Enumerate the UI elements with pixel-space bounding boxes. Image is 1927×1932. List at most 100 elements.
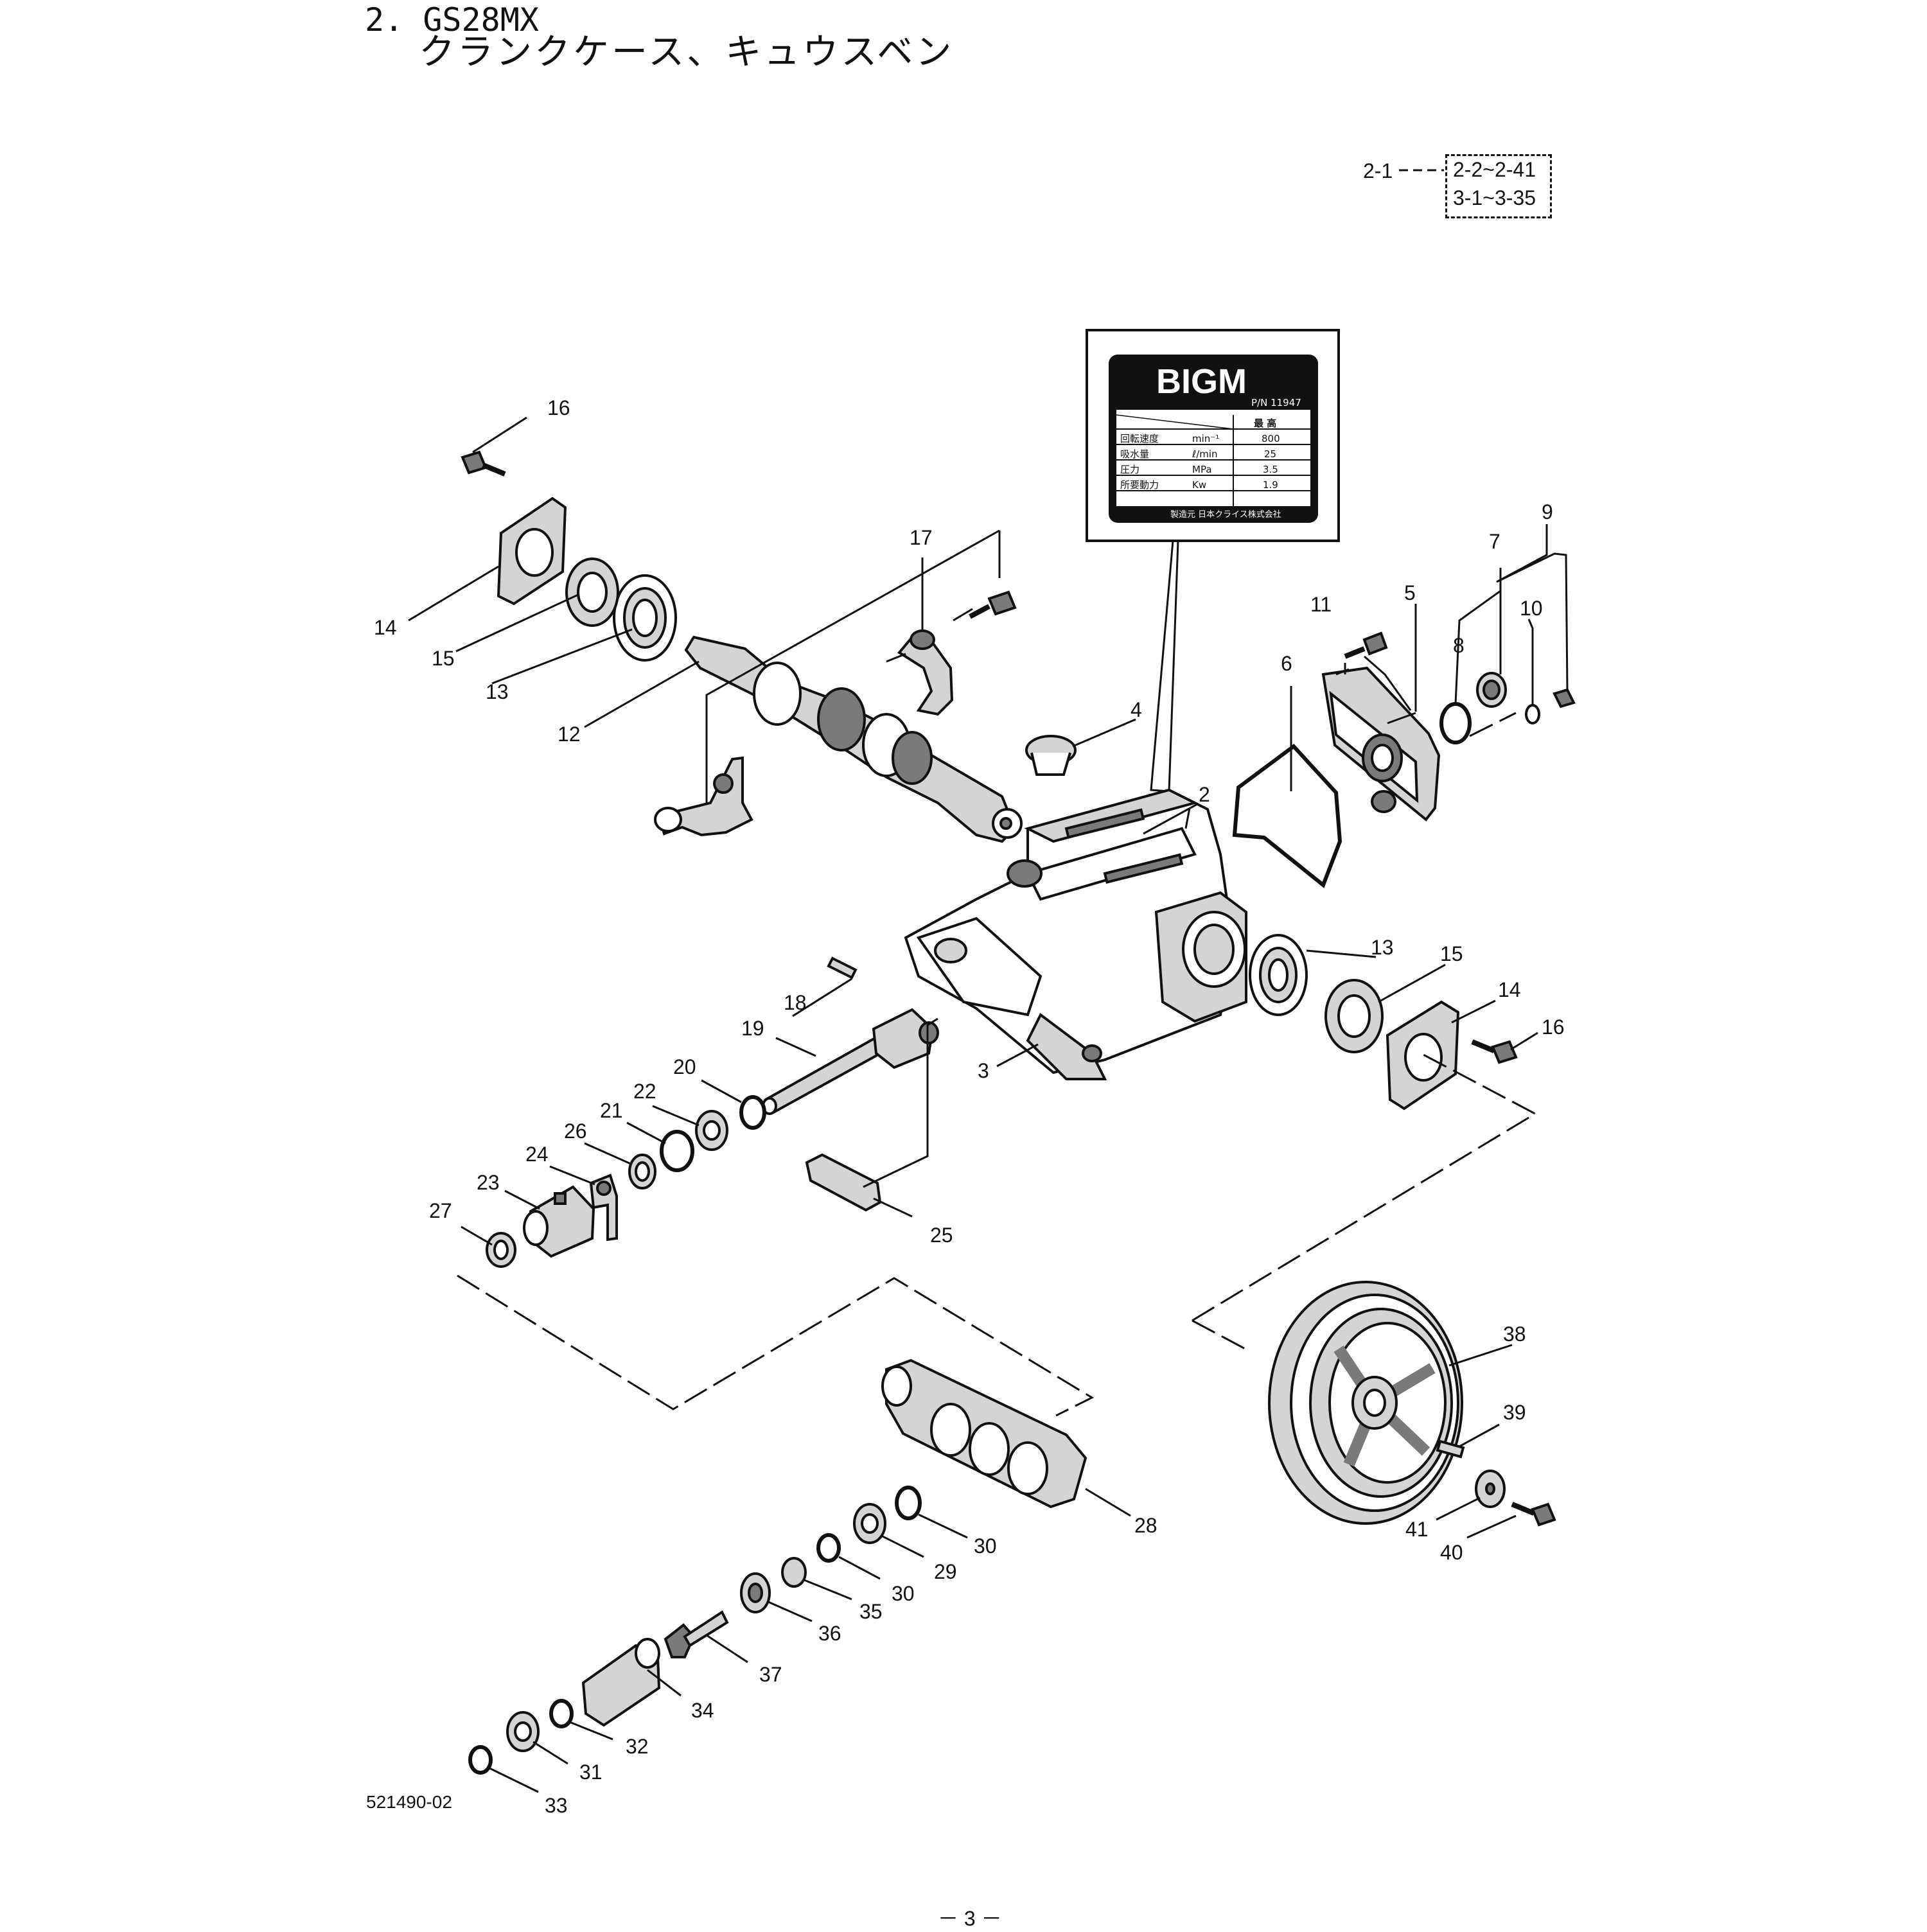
oil-seal-15-top: [565, 558, 619, 627]
bearing-13-right: [1249, 934, 1308, 1016]
nameplate-row-3-item: 圧力: [1120, 464, 1139, 475]
pulley-38: [1268, 1281, 1463, 1525]
callout-label: 8: [1453, 634, 1465, 657]
callout-label: 13: [486, 680, 509, 703]
reference-box: [1445, 154, 1552, 218]
callout-label: 16: [547, 396, 570, 419]
header-title: 2. GS28MX: [365, 4, 539, 36]
plunger-19: [762, 1008, 939, 1115]
ring-20: [739, 1095, 766, 1130]
callout-label: 23: [477, 1171, 500, 1194]
callout-label: 41: [1405, 1518, 1429, 1541]
sleeve-34: [581, 1638, 661, 1727]
support-25-leader: [863, 1017, 938, 1188]
callout-label: 28: [1134, 1514, 1157, 1537]
callout-label: 13: [1371, 936, 1394, 959]
o-ring-32: [549, 1699, 574, 1728]
callout-labels: 2 3 4 5 6 7 8 9 10 11 12 13 13 14 14 15 …: [374, 396, 1565, 1817]
crankshaft: [684, 635, 1023, 843]
callout-label: 10: [1520, 597, 1543, 620]
valve-37: [664, 1610, 729, 1658]
callout-label: 27: [429, 1199, 452, 1222]
nameplate-row-3-unit: MPa: [1192, 464, 1212, 475]
document-number: 521490-02: [366, 1792, 452, 1812]
connecting-rod: [654, 756, 753, 837]
nameplate-row-4-value: 1.9: [1263, 479, 1278, 491]
oil-cap: [1025, 735, 1077, 776]
callout-label: 37: [759, 1663, 782, 1686]
callout-label: 34: [691, 1699, 714, 1722]
nameplate-max-label: 最 高: [1254, 417, 1276, 429]
leader-lines: [408, 416, 1569, 1793]
callout-label: 7: [1489, 530, 1500, 553]
callout-label: 21: [600, 1099, 623, 1122]
callout-label: 24: [525, 1143, 549, 1166]
nameplate-row-2-unit: ℓ/min: [1192, 448, 1218, 460]
o-ring-33: [468, 1745, 493, 1775]
callout-label: 15: [1440, 942, 1463, 965]
callout-label: 17: [910, 526, 933, 549]
connecting-rod-cap: [897, 590, 1017, 716]
callout-label: 20: [673, 1055, 696, 1078]
rear-cover: [1321, 666, 1441, 821]
o-ring-30a: [895, 1486, 922, 1520]
o-ring-30b: [816, 1533, 841, 1563]
callout-label: 19: [741, 1017, 764, 1040]
key-39: [1436, 1439, 1465, 1459]
rear-gasket: [1232, 743, 1342, 888]
callout-label: 33: [545, 1794, 568, 1817]
callout-label: 22: [633, 1080, 656, 1103]
bracket-24: [589, 1173, 618, 1242]
assembly-dash-lines: [457, 608, 1538, 1417]
nameplate-row-2-item: 吸水量: [1120, 448, 1149, 460]
nameplate-row-1-item: 回転速度: [1120, 433, 1159, 444]
crankcase: [904, 788, 1247, 1080]
callout-label: 3: [978, 1059, 989, 1082]
callout-label: 5: [1404, 581, 1416, 604]
callout-label: 30: [892, 1582, 915, 1605]
nameplate-pn: P/N 11947: [1251, 397, 1301, 408]
washer-21: [660, 1130, 694, 1172]
wrist-pin: [827, 956, 858, 979]
callout-label: 36: [818, 1622, 841, 1645]
callout-label: 29: [934, 1560, 957, 1583]
nameplate-row-4-item: 所要動力: [1120, 479, 1159, 491]
bolt-40: [1511, 1502, 1556, 1527]
nameplate-row-1-unit: min⁻¹: [1192, 433, 1219, 444]
callout-label: 14: [374, 616, 397, 639]
manifold-28: [881, 1358, 1087, 1509]
nameplate-pointer: [1150, 540, 1179, 793]
callout-label: 38: [1503, 1322, 1526, 1346]
nameplate-brand: BIGM: [1156, 362, 1247, 401]
model-name: GS28MX: [423, 1, 539, 39]
callout-label: 15: [432, 647, 455, 670]
callout-label: 2: [1199, 783, 1210, 806]
nameplate-row-1-value: 800: [1262, 433, 1280, 444]
callout-label: 39: [1503, 1401, 1526, 1424]
reference-line-1: 2-2~2-41: [1453, 158, 1536, 181]
callout-label: 9: [1542, 500, 1553, 523]
section-subtitle: クランクケース、キュウスベン: [419, 31, 955, 73]
nameplate-row-3-value: 3.5: [1263, 464, 1278, 475]
nameplate-callout: BIGM P/N 11947 最 高 回転速度 min⁻¹ 800 吸水量 ℓ/…: [1086, 329, 1340, 793]
callout-label: 32: [626, 1735, 649, 1758]
oil-seal-15-right: [1324, 979, 1384, 1053]
bearing-cover-14-right: [1386, 1000, 1460, 1111]
nameplate-row-2-value: 25: [1264, 448, 1276, 460]
callout-label: 26: [564, 1120, 587, 1143]
callout-label: 16: [1542, 1015, 1565, 1039]
callout-label: 31: [579, 1761, 603, 1784]
section-number: 2.: [365, 1, 404, 39]
reference-from: 2-1: [1363, 159, 1393, 182]
callout-label: 25: [930, 1224, 953, 1247]
callout-label: 12: [558, 723, 581, 746]
valve-35: [781, 1557, 807, 1588]
page-number: － 3 －: [938, 1907, 1002, 1930]
callout-label: 11: [1310, 593, 1332, 616]
callout-label: 18: [784, 991, 807, 1014]
bearing-cover-14-top: [497, 496, 567, 606]
reference-line-2: 3-1~3-35: [1453, 186, 1536, 209]
callout-label: 30: [974, 1534, 997, 1558]
